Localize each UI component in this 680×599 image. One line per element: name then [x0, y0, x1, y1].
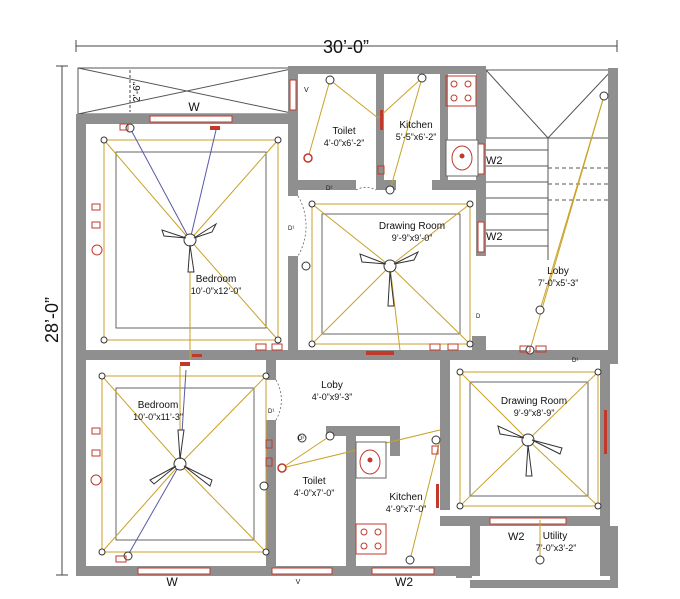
room-name-drawing-top: Drawing Room: [379, 221, 445, 232]
room-size-drawing-top: 9’-9”x9’-0”: [392, 233, 433, 243]
room-size-bedroom-bottom: 10’-0”x11’-3”: [133, 412, 183, 422]
balcony-top: [77, 67, 297, 115]
room-name-loby-right: Loby: [547, 266, 569, 277]
exhaust-points: [277, 153, 313, 473]
room-size-kitchen-top: 5’-5”x6’-2”: [396, 132, 437, 142]
room-size-loby-right: 7’-0”x5’-3”: [538, 278, 579, 288]
fan-icon-bedroom-bottom: [149, 429, 213, 487]
fan-icon-bedroom-top: [161, 222, 218, 273]
room-name-bedroom-bottom: Bedroom: [138, 400, 179, 411]
room-size-utility: 7’-0”x3’-2”: [536, 543, 577, 553]
room-name-utility: Utility: [543, 531, 567, 542]
balcony-dimension: 2’-6”: [132, 82, 143, 102]
switchboards: [180, 110, 607, 508]
room-size-toilet-top: 4’-0”x6’-2”: [324, 138, 365, 148]
window2-label-bottom: W2: [395, 575, 413, 589]
room-name-toilet-bottom: Toilet: [302, 476, 326, 487]
door-label-d1-top: D¹: [288, 226, 294, 232]
room-name-toilet-top: Toilet: [332, 126, 356, 137]
room-size-kitchen-bottom: 4’-9”x7’-0”: [386, 504, 427, 514]
room-size-toilet-bottom: 4’-0”x7’-0”: [294, 488, 335, 498]
windows: [137, 79, 567, 575]
height-dimension: 28’-0”: [42, 297, 62, 343]
room-name-drawing-bottom: Drawing Room: [501, 396, 567, 407]
room-name-kitchen-top: Kitchen: [399, 120, 432, 131]
stove-icon-bottom: [355, 523, 387, 555]
door-label-d: D: [476, 314, 481, 320]
width-dimension: 30’-0”: [323, 37, 369, 57]
sink-icon-bottom: [355, 441, 387, 479]
window2-label-kitchen: W2: [486, 155, 503, 167]
room-size-loby-center: 4’-0”x9’-3”: [312, 392, 353, 402]
window2-label-utility: W2: [508, 531, 525, 543]
door-swings: [275, 186, 377, 421]
sink-icon-top: [445, 139, 479, 177]
room-size-bedroom-top: 10’-0”x12’-0”: [191, 286, 242, 296]
room-size-drawing-bottom: 9’-9”x8’-9”: [514, 408, 555, 418]
fan-icon-drawing-top: [359, 250, 420, 307]
light-points: [98, 73, 609, 565]
room-name-loby-center: Loby: [321, 380, 343, 391]
stove-icon-top: [445, 75, 477, 107]
staircase: [485, 69, 613, 260]
ventilator-label-top: V: [304, 87, 309, 94]
window2-label-stair: W2: [486, 231, 503, 243]
room-name-bedroom-top: Bedroom: [196, 274, 237, 285]
dimension-lines: [56, 40, 618, 576]
door-label-d2-bottom: D²: [298, 436, 304, 442]
ventilator-label-bottom: V: [296, 579, 301, 586]
room-name-kitchen-bottom: Kitchen: [389, 492, 422, 503]
door-label-d1-right: D¹: [572, 358, 578, 364]
door-label-d1-bottom: D¹: [268, 409, 274, 415]
door-label-d2-top: D²: [326, 186, 332, 192]
socket-icons: [90, 123, 547, 563]
fan-icon-drawing-bottom: [497, 425, 563, 477]
window-label-top: W: [188, 100, 200, 114]
ceiling-wiring: [127, 127, 217, 556]
window-label-bottom: W: [166, 575, 178, 589]
